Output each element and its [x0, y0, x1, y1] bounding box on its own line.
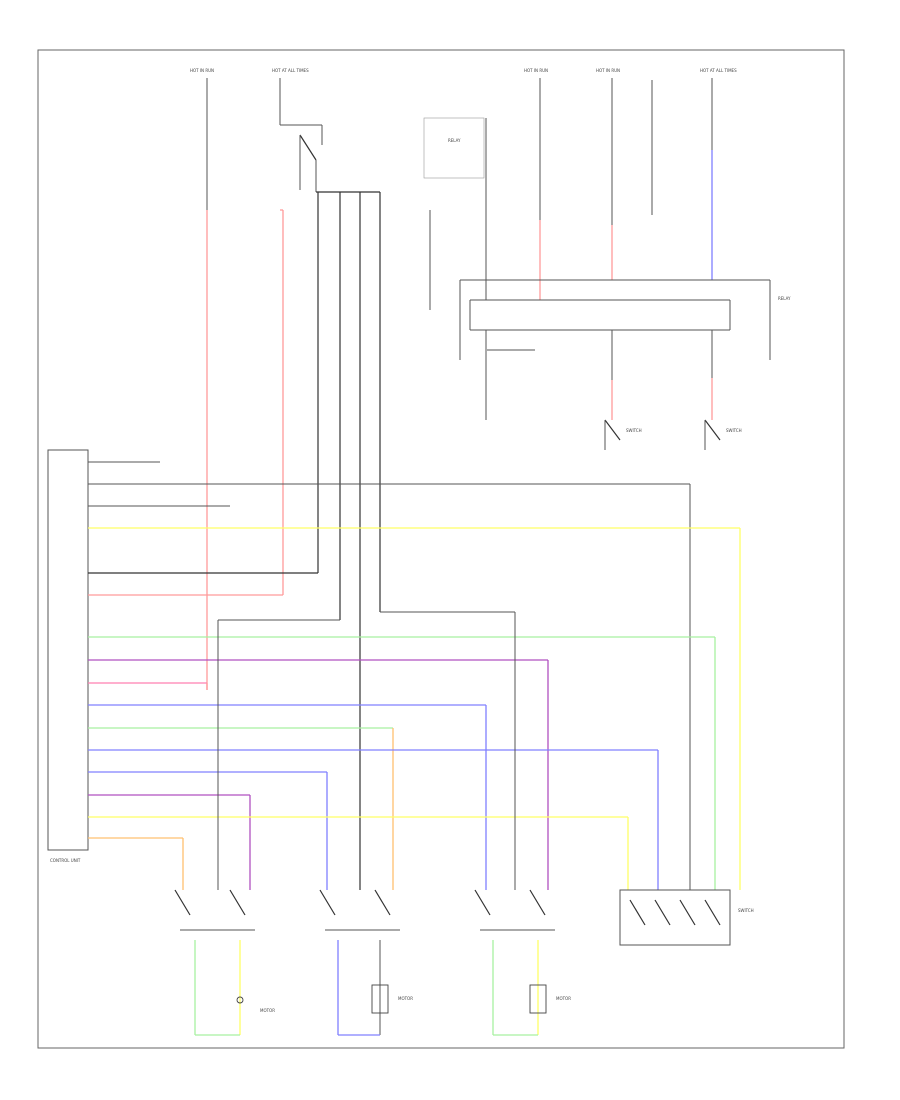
motor-2: [371, 984, 389, 1014]
diagram-frame: [37, 49, 845, 1049]
label-door-switch-left: SWITCH: [626, 428, 642, 433]
label-fuse-5: HOT AT ALL TIMES: [700, 68, 737, 73]
label-motor-3: MOTOR: [556, 996, 571, 1001]
label-control-unit: CONTROL UNIT: [50, 858, 81, 863]
rear-switch-1: [629, 899, 646, 926]
label-relay-right: RELAY: [778, 296, 791, 301]
label-motor-1: MOTOR: [260, 1008, 275, 1013]
label-door-switch-right: SWITCH: [726, 428, 742, 433]
control-unit: [47, 449, 89, 851]
switch-3a: [474, 889, 491, 916]
rear-switch-3: [679, 899, 696, 926]
motor-1: [236, 996, 244, 1004]
rear-switch-4: [704, 899, 721, 926]
switch-3b: [529, 889, 546, 916]
motor-3: [529, 984, 547, 1014]
switch-1a: [174, 889, 191, 916]
switch-2b: [374, 889, 391, 916]
switch-2a: [319, 889, 336, 916]
rear-switch-2: [654, 899, 671, 926]
switch-1b: [229, 889, 246, 916]
label-switch-top: HOT AT ALL TIMES: [272, 68, 309, 73]
label-relay-upper: RELAY: [448, 138, 461, 143]
rear-switch-box: [619, 889, 731, 946]
switch-contact: [299, 134, 317, 161]
switch-door-right: [704, 419, 721, 441]
label-fuse-2: HOT IN RUN: [524, 68, 548, 73]
label-fuse-1: HOT IN RUN: [190, 68, 214, 73]
relay-upper-box: [423, 117, 485, 179]
label-rear-switch: SWITCH: [738, 908, 754, 913]
switch-door-left: [604, 419, 621, 441]
label-fuse-3: HOT IN RUN: [596, 68, 620, 73]
label-motor-2: MOTOR: [398, 996, 413, 1001]
